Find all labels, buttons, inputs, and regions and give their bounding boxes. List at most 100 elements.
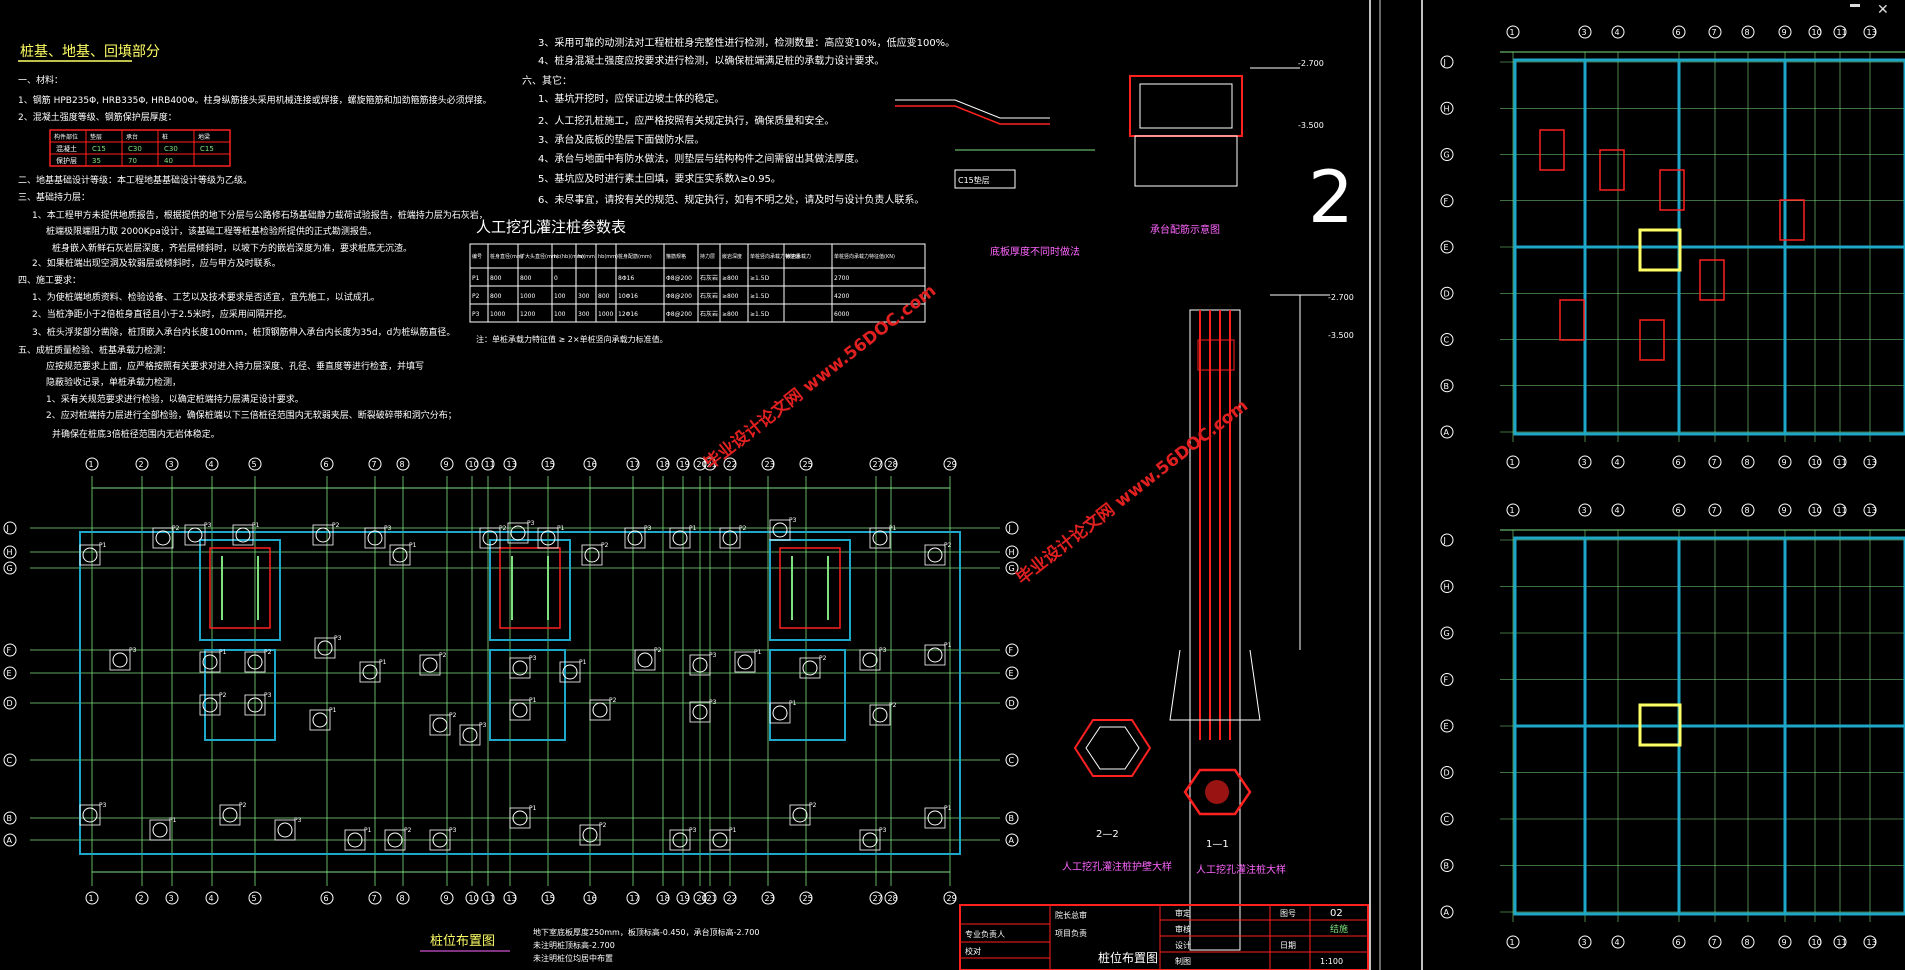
note-line: 3、桩头浮浆部分凿除，桩顶嵌入承台内长度100mm，桩顶钢筋伸入承台内长度为35… — [32, 326, 455, 338]
pile-plan-note-3: 未注明桩位均居中布置 — [533, 953, 613, 963]
pile-header: 单桩竖向承载力特征值 — [750, 253, 800, 260]
pile-label: P1 — [529, 697, 537, 704]
core-rebar — [779, 547, 841, 629]
axis-label: 27 — [873, 460, 883, 469]
pile-cap — [859, 649, 881, 671]
axis-bubble — [1005, 811, 1019, 825]
pile-header: 桩身直径(mm) — [490, 253, 524, 260]
pile — [692, 704, 708, 720]
pile-label: P3 — [879, 647, 887, 654]
axis-label: 13 — [1867, 458, 1877, 467]
axis-label: 6 — [1676, 938, 1681, 947]
pile-cap — [79, 544, 101, 566]
pile — [312, 712, 328, 728]
pile-cap — [479, 527, 501, 549]
axis-label: F — [7, 646, 12, 655]
axis-label: 6 — [1676, 506, 1681, 515]
tb-left-2: 专业负责人 — [965, 929, 1005, 939]
pile-cell: 石灰岩 — [700, 292, 718, 300]
pile-cell: 800 — [520, 275, 532, 282]
pile-label: P3 — [709, 652, 717, 659]
axis-bubble — [165, 457, 179, 471]
pile-label: P3 — [449, 827, 457, 834]
pile-plan-note-2: 未注明桩顶标高-2.700 — [533, 940, 615, 950]
axis-bubble — [1611, 25, 1625, 39]
axis-label: A — [1009, 836, 1015, 845]
axis-bubble — [1440, 719, 1454, 733]
axis-bubble — [3, 666, 17, 680]
axis-label: 1 — [89, 460, 94, 469]
pile-cell: 石灰岩 — [700, 274, 718, 282]
axis-label: E — [1444, 722, 1449, 731]
axis-label: J — [1008, 524, 1011, 533]
axis-bubble — [1506, 25, 1520, 39]
axis-bubble — [1808, 503, 1822, 517]
axis-label: E — [1444, 243, 1449, 252]
axis-label: H — [1009, 548, 1015, 557]
axis-label: 3 — [1582, 506, 1587, 515]
axis-label: 19 — [680, 894, 690, 903]
axis-label: D — [1009, 699, 1015, 708]
pile-cell: ≥1.5D — [750, 311, 770, 318]
tb-right-0: 审定 — [1175, 908, 1191, 918]
axis-bubble — [1611, 503, 1625, 517]
minimize-icon[interactable] — [1850, 4, 1860, 7]
axis-bubble — [1808, 455, 1822, 469]
axis-bubble — [1440, 286, 1454, 300]
pile-header: hb(mm) — [598, 254, 618, 260]
pile — [512, 702, 528, 718]
axis-label: 9 — [1782, 506, 1787, 515]
axis-label: 20 — [697, 460, 707, 469]
concrete-cell: 40 — [164, 157, 173, 165]
axis-label: 18 — [660, 460, 670, 469]
pile-header: 单桩竖向承载力特征值(KN) — [834, 253, 895, 260]
axis-bubble — [3, 561, 17, 575]
pile-cell: 2700 — [834, 275, 849, 282]
concrete-header: 承台 — [126, 133, 138, 141]
pile-cap — [509, 657, 531, 679]
axis-bubble — [1672, 935, 1686, 949]
pile-cell: 0 — [554, 275, 558, 282]
axis-label: A — [7, 836, 13, 845]
bottom-thickness-detail: C15垫层 底板厚度不同时做法 — [895, 99, 1095, 258]
axis-bubble — [1741, 503, 1755, 517]
axis-label: 9 — [444, 894, 449, 903]
pile — [927, 647, 943, 663]
cap-section-detail: -2.700 -3.500 承台配筋示意图 2 — [1129, 59, 1354, 239]
axis-bubble — [481, 891, 495, 905]
axis-label: J — [1443, 58, 1446, 67]
axis-bubble — [1005, 643, 1019, 657]
pile-label: P1 — [529, 805, 537, 812]
close-icon[interactable]: ✕ — [1877, 2, 1889, 18]
axis-bubble — [1005, 696, 1019, 710]
pile-label: P2 — [332, 522, 340, 529]
axis-label: 9 — [444, 460, 449, 469]
note-line: 1、本工程甲方未提供地质报告，根据提供的地下分层与公路修石场基础静力载荷试验报告… — [32, 209, 488, 221]
axis-label: 4 — [209, 460, 214, 469]
pile-header: 持力层 — [700, 253, 715, 260]
note-line: 四、施工要求： — [18, 274, 81, 286]
pile-header: hc(hb)(mm) — [554, 254, 584, 260]
axis-label: 10 — [1812, 458, 1822, 467]
tb-scale: 1:100 — [1320, 957, 1343, 966]
concrete-cell: 35 — [92, 157, 101, 165]
axis-label: 10 — [1812, 506, 1822, 515]
pile-cap — [579, 824, 601, 846]
pile — [82, 807, 98, 823]
axis-label: 9 — [1782, 458, 1787, 467]
concrete-header: 构件部位 — [54, 133, 78, 141]
note-right-line: 六、其它： — [522, 74, 572, 87]
axis-label: 28 — [888, 460, 898, 469]
cap-section-title: 承台配筋示意图 — [1150, 223, 1220, 236]
axis-label: 8 — [400, 894, 405, 903]
foundation-beam — [769, 539, 851, 641]
axis-label: 8 — [400, 460, 405, 469]
axis-label: 2 — [139, 460, 144, 469]
axis-bubble — [3, 545, 17, 559]
axis-bubble — [1578, 25, 1592, 39]
pile-cap — [312, 524, 334, 546]
tb-sheet-label: 图号 — [1280, 909, 1296, 918]
axis-bubble — [1708, 25, 1722, 39]
axis-label: 2 — [139, 894, 144, 903]
axis-bubble — [3, 833, 17, 847]
